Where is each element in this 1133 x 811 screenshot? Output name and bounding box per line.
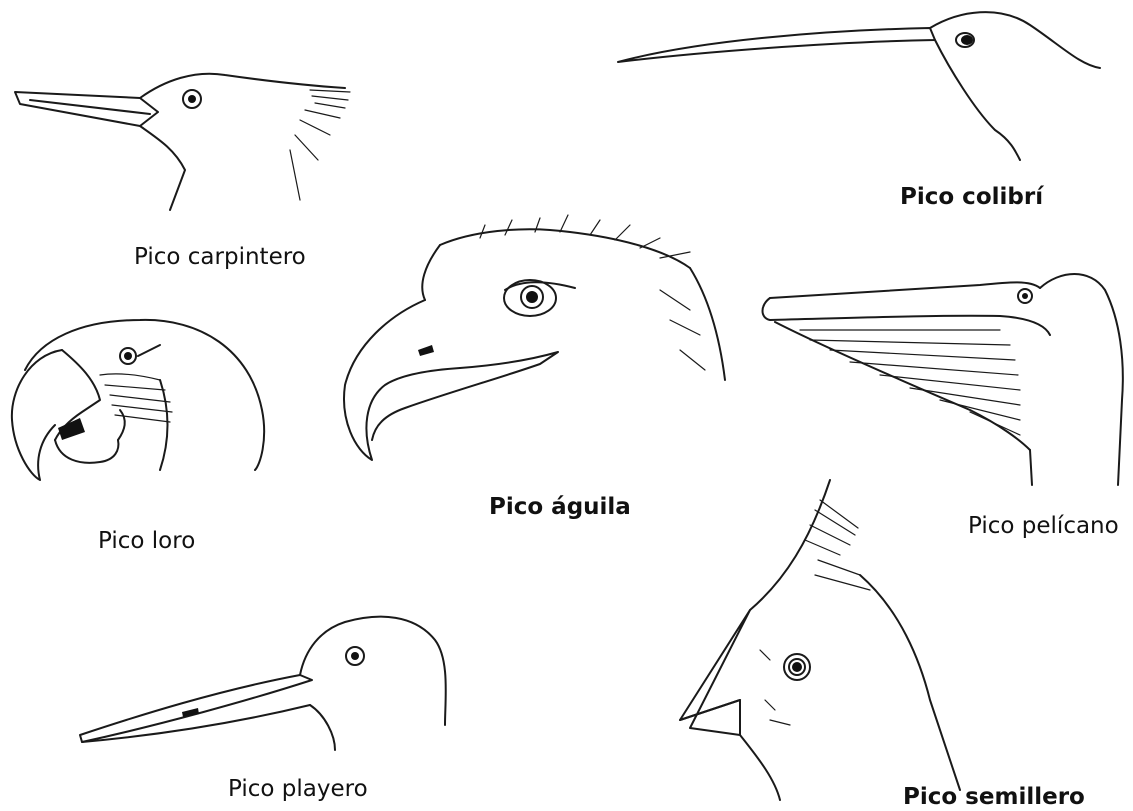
label-parrot-beak: Pico loro — [98, 528, 195, 554]
eagle-head-drawing — [344, 215, 725, 460]
label-hummingbird-beak: Pico colibrí — [900, 184, 1043, 210]
label-eagle-beak: Pico águila — [489, 494, 631, 520]
label-pelican-beak: Pico pelícano — [968, 513, 1119, 539]
parrot-head-drawing — [12, 320, 264, 480]
hummingbird-head-drawing — [618, 12, 1100, 160]
pelican-head-drawing — [763, 274, 1123, 485]
sandpiper-head-drawing — [80, 617, 446, 750]
woodpecker-head-drawing — [15, 74, 350, 210]
label-sandpiper-beak: Pico playero — [228, 776, 368, 802]
seed-eater-head-drawing — [680, 480, 960, 800]
label-woodpecker-beak: Pico carpintero — [134, 244, 306, 270]
label-seed-eater-beak: Pico semillero — [903, 784, 1085, 810]
